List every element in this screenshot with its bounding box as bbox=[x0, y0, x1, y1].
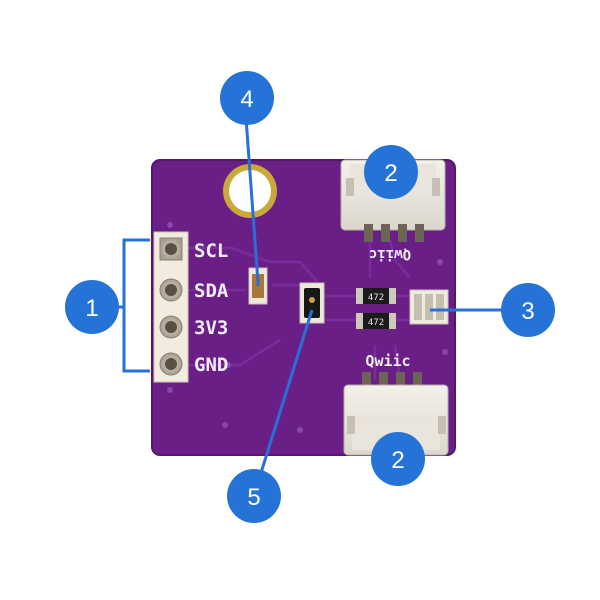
leader-led bbox=[244, 117, 260, 283]
callout-badge-3: 3 bbox=[501, 283, 555, 337]
callout-badge-4: 4 bbox=[220, 71, 274, 125]
leader-sensor bbox=[258, 309, 314, 477]
resistor-code-upper: 472 bbox=[368, 293, 384, 303]
svg-text:3: 3 bbox=[521, 298, 534, 325]
qwiic-label-bottom: Qwiic bbox=[365, 352, 410, 370]
svg-text:4: 4 bbox=[240, 86, 253, 113]
resistor-code-lower: 472 bbox=[368, 318, 384, 328]
pin-bracket bbox=[122, 238, 150, 373]
sensor-ic bbox=[299, 282, 325, 324]
svg-text:2: 2 bbox=[384, 160, 397, 187]
qwiic-label-top: Qwiic bbox=[369, 246, 411, 262]
svg-text:2: 2 bbox=[391, 447, 404, 474]
resistor-upper bbox=[356, 288, 396, 304]
callout-badge-2-bottom: 2 bbox=[371, 432, 425, 486]
resistor-lower bbox=[356, 313, 396, 329]
callout-badge-5: 5 bbox=[227, 469, 281, 523]
i2c-jumper bbox=[409, 289, 449, 325]
pin-label-3v3: 3V3 bbox=[194, 317, 228, 339]
svg-text:1: 1 bbox=[85, 295, 98, 322]
callout-badge-1: 1 bbox=[65, 280, 119, 334]
svg-text:5: 5 bbox=[247, 484, 260, 511]
pin-label-gnd: GND bbox=[194, 354, 228, 376]
pin-label-scl: SCL bbox=[194, 240, 228, 262]
callout-badge-2-top: 2 bbox=[364, 145, 418, 199]
pin-label-sda: SDA bbox=[194, 280, 229, 302]
pin-header bbox=[153, 231, 189, 383]
